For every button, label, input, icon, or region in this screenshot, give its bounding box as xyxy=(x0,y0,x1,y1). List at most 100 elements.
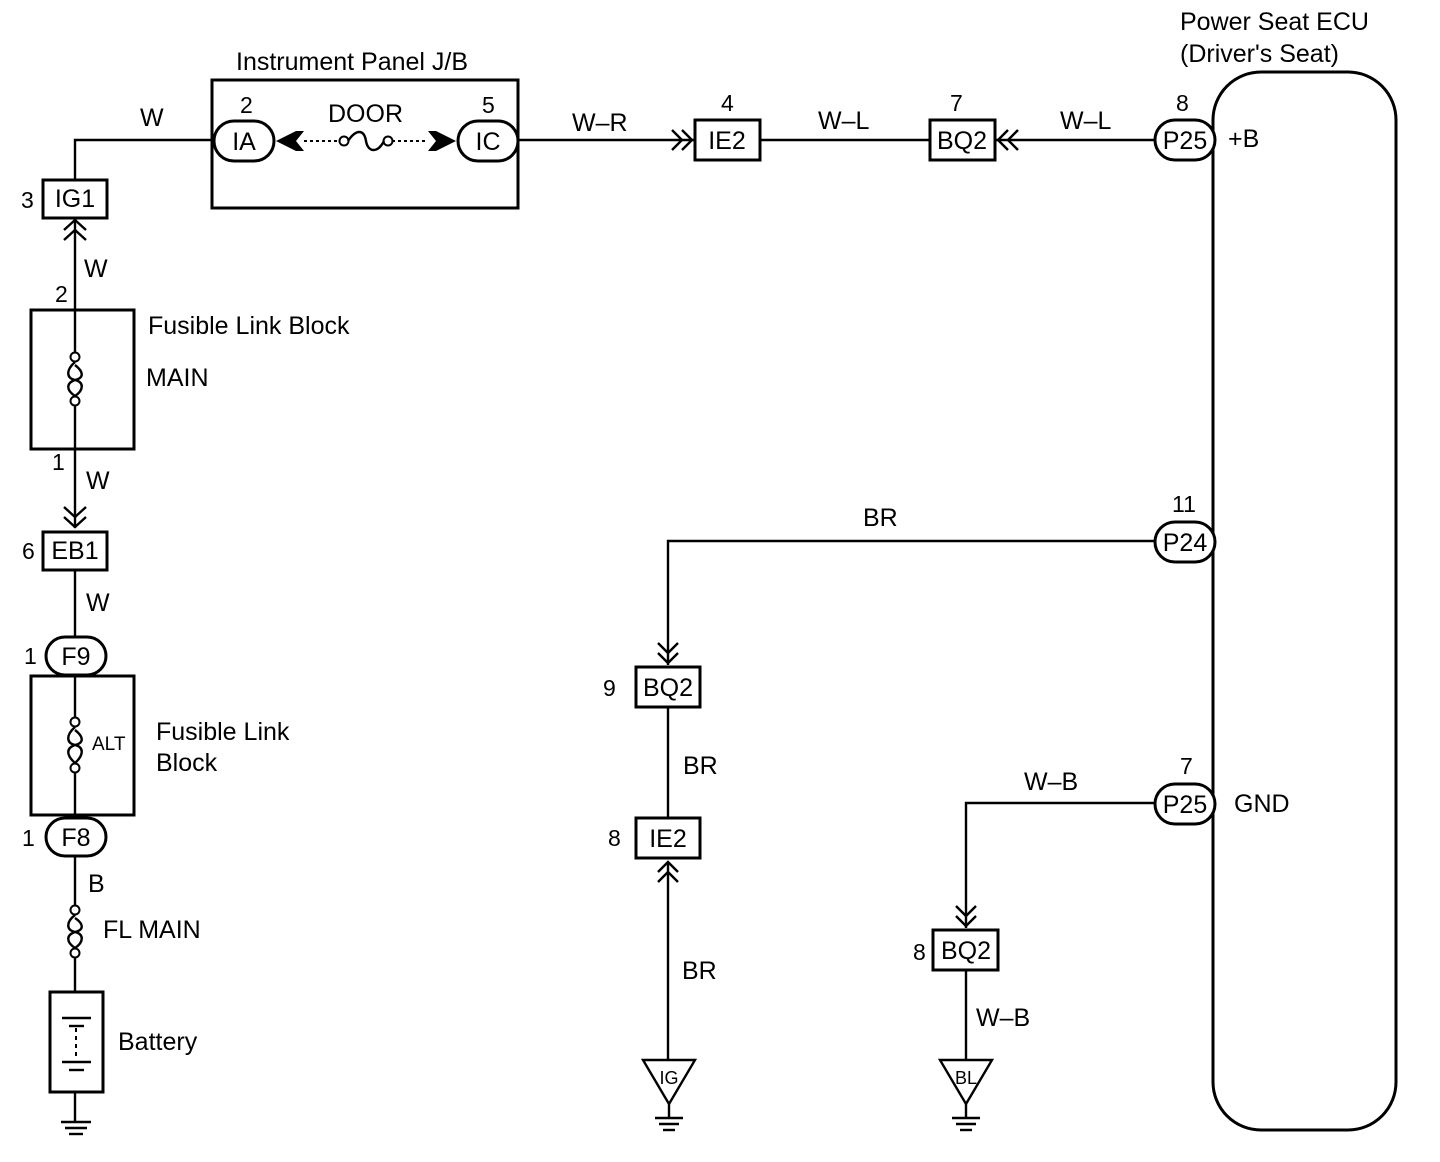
fl-main-fuse: FL MAIN xyxy=(67,904,201,959)
ecu-body xyxy=(1211,70,1398,1132)
wire-label-w-b-top: W–B xyxy=(1024,768,1078,796)
ground-bl-label: BL xyxy=(955,1068,977,1088)
ie2-top-chevron-2 xyxy=(681,129,694,151)
connector-bq2-top-pin: 7 xyxy=(950,90,963,116)
battery-box xyxy=(48,990,105,1094)
jb-title: Instrument Panel J/B xyxy=(236,48,468,76)
fusible-link-block-alt: Fusible Link Block ALT xyxy=(29,674,290,817)
connector-ie2-top: IE2 4 xyxy=(693,90,762,162)
connector-f9-pin: 1 xyxy=(24,643,37,669)
fusible-link-block-main-box xyxy=(29,308,136,451)
fuse-alt-label: ALT xyxy=(92,734,126,755)
wire-label-br-top: BR xyxy=(863,504,898,532)
ground-bl-triangle xyxy=(937,1058,995,1107)
ecu-terminal-gnd: GND xyxy=(1234,790,1290,818)
bq2-bot-chevron-2 xyxy=(955,915,977,928)
jb-arrow-right xyxy=(428,131,456,151)
wire-labels: W W W W B W–R W–L W–L BR BR BR W–B W–B xyxy=(84,104,1112,1032)
bq2-bot-chevron-1 xyxy=(955,905,977,918)
connector-ie2-top-pin: 4 xyxy=(721,90,734,116)
wires xyxy=(73,138,1155,1122)
connector-f8-label: F8 xyxy=(61,824,90,852)
connector-f9: F9 1 xyxy=(24,635,108,677)
connector-bq2-bottom: BQ2 8 xyxy=(913,928,1000,972)
wire-label-w-ig1-below: W xyxy=(84,255,108,283)
wire-br-top xyxy=(666,539,1155,665)
jb-fuse-label: DOOR xyxy=(328,100,403,128)
door-fuse-terminal-left xyxy=(338,135,350,147)
fl-main-label: FL MAIN xyxy=(103,916,201,944)
connector-bq2-bottom-pin: 8 xyxy=(913,939,926,965)
power-seat-ecu: Power Seat ECU (Driver's Seat) +B GND xyxy=(1180,8,1398,1132)
connector-bq2-mid: BQ2 9 xyxy=(603,665,702,709)
ground-ig-label: IG xyxy=(659,1068,678,1088)
bq2-top-chevron-2 xyxy=(1006,129,1019,151)
wire-label-w-l-1: W–L xyxy=(818,107,870,135)
connector-p25-top-pin: 8 xyxy=(1176,90,1189,116)
battery-label: Battery xyxy=(118,1028,198,1056)
connector-ic-label: IC xyxy=(476,128,501,156)
fusible-link-block-alt-title-2: Block xyxy=(156,749,218,777)
wire-label-w-main-below: W xyxy=(86,467,110,495)
connector-p25-top: P25 8 xyxy=(1153,90,1217,162)
fusible-main-pin-bottom: 1 xyxy=(52,449,65,475)
connector-ig1: IG1 3 xyxy=(21,178,109,220)
connector-bq2-top-label: BQ2 xyxy=(937,127,987,155)
wire-label-w-r: W–R xyxy=(572,109,628,137)
connector-ia xyxy=(212,119,276,163)
door-fuse-icon xyxy=(347,130,386,152)
wire-label-br-mid: BR xyxy=(683,752,718,780)
fuse-alt-icon-2 xyxy=(67,729,83,764)
fusible-link-block-main: Fusible Link Block MAIN 2 1 xyxy=(29,281,350,475)
wire-w-b-top xyxy=(964,801,1155,928)
connector-f8: F8 1 xyxy=(22,816,108,858)
connector-eb1-label: EB1 xyxy=(51,537,98,565)
connector-p24-pin: 11 xyxy=(1172,491,1196,517)
wire-label-w-eb1-below: W xyxy=(86,589,110,617)
connector-ie2-mid-label: IE2 xyxy=(649,825,687,853)
ecu-terminal-b: +B xyxy=(1228,125,1259,153)
connector-f9-label: F9 xyxy=(61,643,90,671)
wire-label-br-bot: BR xyxy=(682,957,717,985)
fuse-main-terminal-top xyxy=(69,351,81,363)
wire-w-ig1-to-jb xyxy=(73,138,214,180)
fl-main-icon-2 xyxy=(67,917,83,949)
ground-ig-triangle xyxy=(640,1058,698,1107)
connector-f8-pin: 1 xyxy=(22,825,35,851)
connector-p25-bottom-label: P25 xyxy=(1163,791,1207,819)
battery-ground-symbol xyxy=(61,1120,91,1136)
connector-p25-bottom: P25 7 xyxy=(1153,753,1217,826)
fuse-main-icon-2 xyxy=(67,364,83,397)
jb-pin-right: 5 xyxy=(482,92,495,118)
ig1-connector-chevron-2 xyxy=(63,228,87,241)
ground-bl: BL xyxy=(937,1058,995,1132)
wire-label-w-l-2: W–L xyxy=(1060,107,1112,135)
connector-ie2-top-label: IE2 xyxy=(708,127,746,155)
jb-arrow-left xyxy=(276,131,304,151)
ie2-top-chevron-1 xyxy=(671,129,684,151)
fl-main-terminal-bottom xyxy=(69,947,81,959)
connector-p25-bottom-pin: 7 xyxy=(1180,753,1193,779)
door-fuse-terminal-right xyxy=(382,135,394,147)
fuse-alt-terminal-bottom xyxy=(69,762,81,774)
jb-pin-left: 2 xyxy=(240,92,253,118)
eb1-connector-chevron-2 xyxy=(63,516,87,529)
ground-ig: IG xyxy=(640,1058,698,1132)
connector-ig1-pin: 3 xyxy=(21,187,34,213)
connector-bq2-bottom-label: BQ2 xyxy=(941,937,991,965)
connector-p24: P24 11 xyxy=(1153,491,1217,564)
fuse-alt-terminal-top xyxy=(69,716,81,728)
ecu-title-line1: Power Seat ECU xyxy=(1180,8,1369,36)
battery: Battery xyxy=(48,990,198,1094)
wire-label-w-top: W xyxy=(140,104,164,132)
wire-label-b: B xyxy=(88,870,105,898)
connector-eb1: EB1 6 xyxy=(22,530,109,572)
fuse-main-terminal-bottom xyxy=(69,395,81,407)
bq2-mid-chevron-1 xyxy=(657,642,679,655)
fuse-main-label: MAIN xyxy=(146,364,209,392)
fl-main-terminal-top xyxy=(69,904,81,916)
connector-bq2-mid-label: BQ2 xyxy=(643,674,693,702)
wire-label-w-b-bot: W–B xyxy=(976,1004,1030,1032)
ie2-mid-chevron-1 xyxy=(657,860,679,873)
